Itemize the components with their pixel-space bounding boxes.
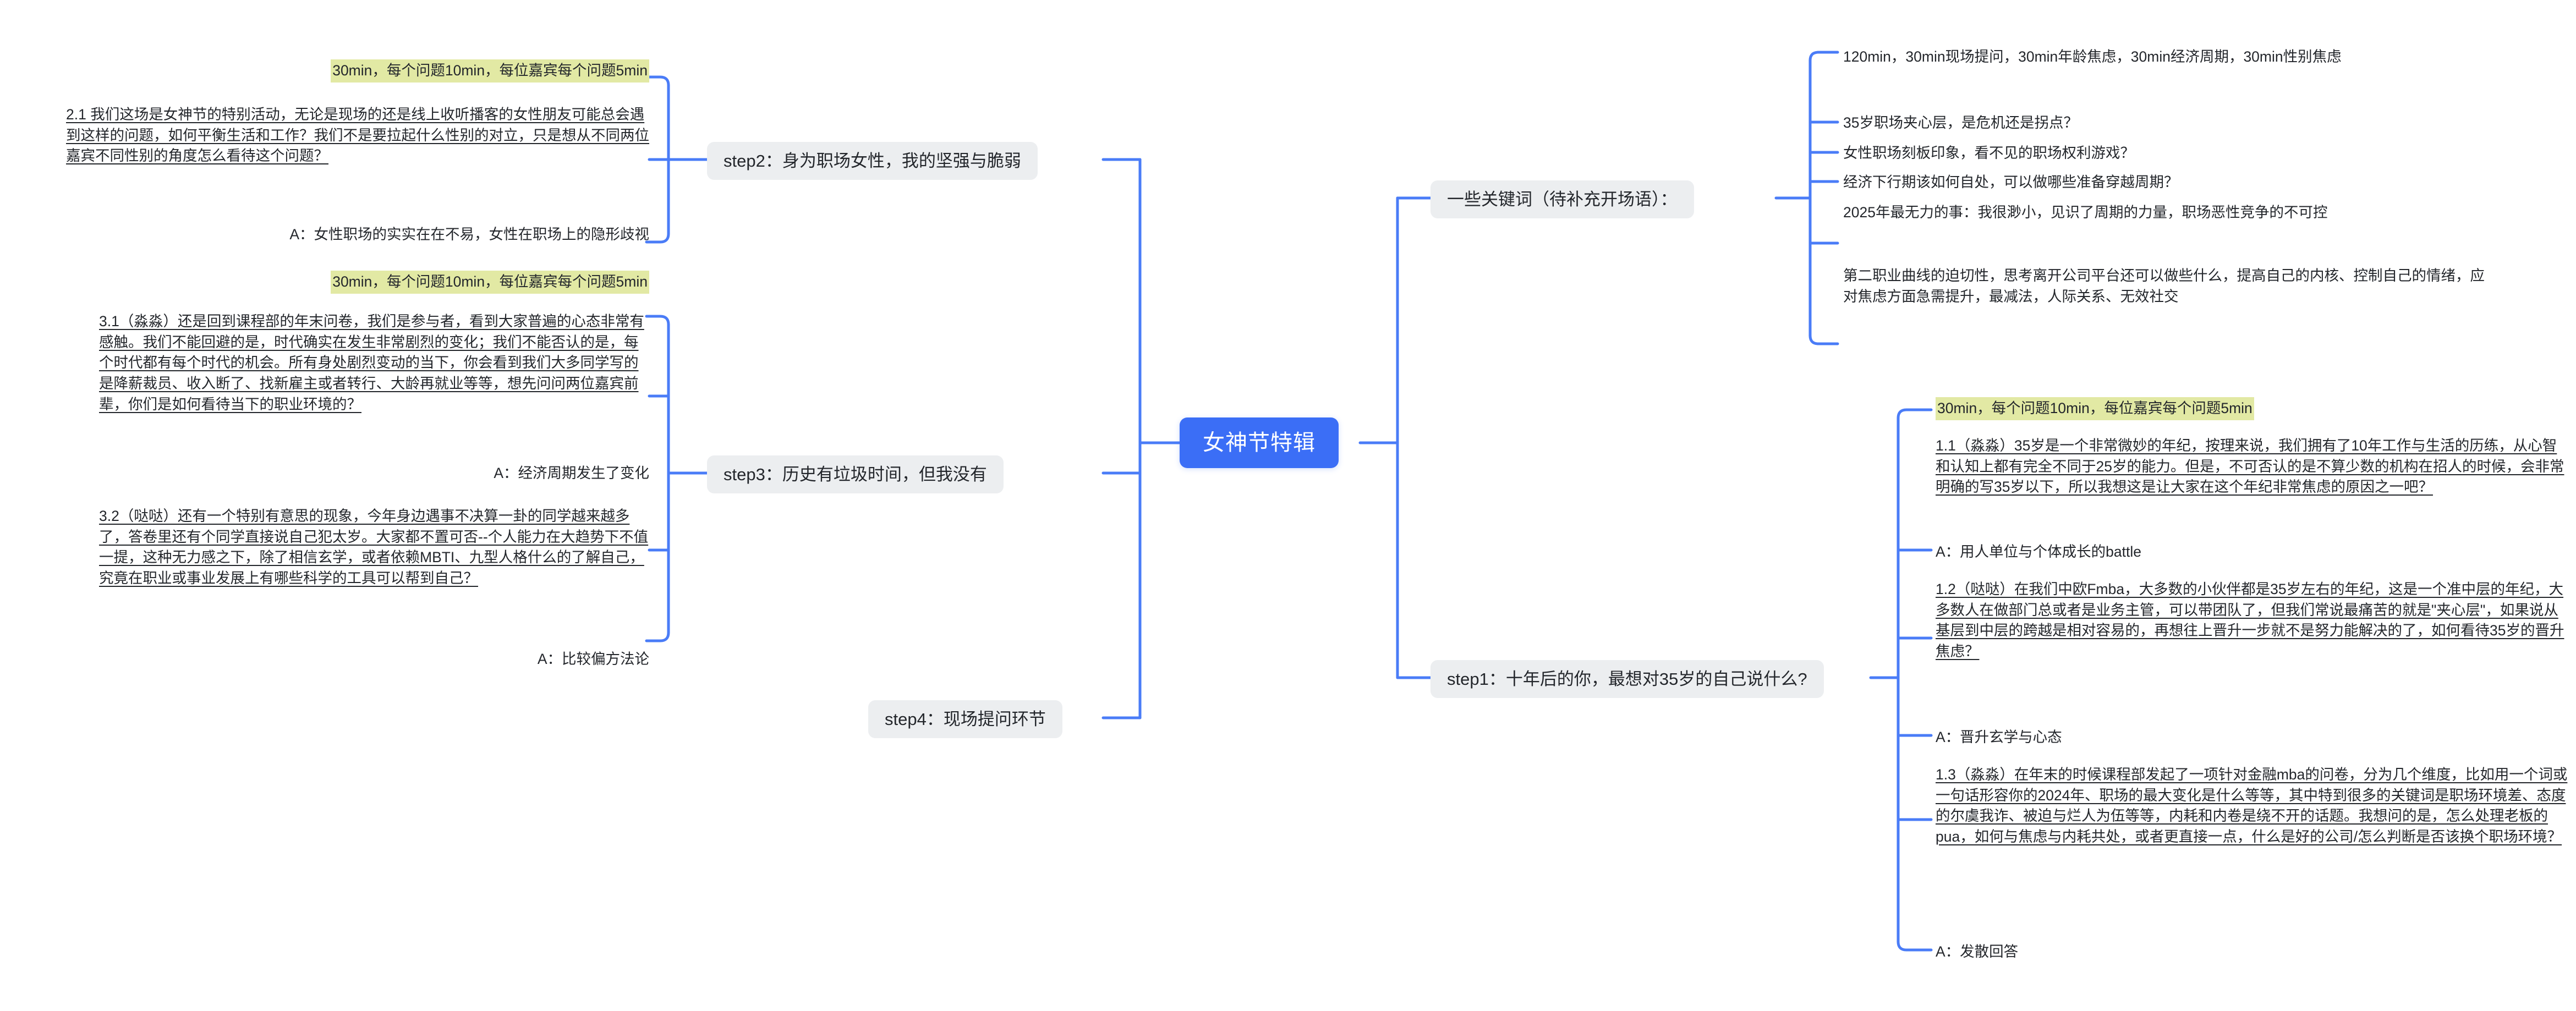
leaf-step1-question-1-2: 1.2（哒哒）在我们中欧Fmba，大多数的小伙伴都是35岁左右的年纪，这是一个准… bbox=[1936, 581, 2564, 660]
leaf-step3-question-3-2: 3.2（哒哒）还有一个特别有意思的现象，今年身边遇事不决算一卦的同学越来越多了，… bbox=[99, 508, 649, 586]
leaf-step1-highlight: 30min，每个问题10min，每位嘉宾每个问题5min bbox=[1936, 397, 2568, 420]
leaf-step3-highlight: 30min，每个问题10min，每位嘉宾每个问题5min bbox=[99, 271, 649, 294]
root-node[interactable]: 女神节特辑 bbox=[1180, 417, 1339, 468]
branch-node-keywords[interactable]: 一些关键词（待补充开场语）： bbox=[1430, 180, 1694, 218]
leaf-step2-question-2-1: 2.1 我们这场是女神节的特别活动，无论是现场的还是线上收听播客的女性朋友可能总… bbox=[66, 106, 649, 164]
leaf-keyword-6: 第二职业曲线的迫切性，思考离开公司平台还可以做些什么，提高自己的内核、控制自己的… bbox=[1843, 267, 2485, 305]
leaf-keyword-4: 经济下行期该如何自处，可以做哪些准备穿越周期？ bbox=[1843, 174, 2179, 190]
leaf-keyword-5: 2025年最无力的事：我很渺小，见识了周期的力量，职场恶性竞争的不可控 bbox=[1843, 204, 2328, 221]
leaf-keyword-3: 女性职场刻板印象，看不见的职场权利游戏？ bbox=[1843, 145, 2135, 161]
leaf-keyword-1: 120min，30min现场提问，30min年龄焦虑，30min经济周期，30m… bbox=[1843, 48, 2342, 65]
branch-node-step1[interactable]: step1：十年后的你，最想对35岁的自己说什么? bbox=[1430, 660, 1824, 698]
leaf-step1-question-1-1: 1.1（淼淼）35岁是一个非常微妙的年纪，按理来说，我们拥有了10年工作与生活的… bbox=[1936, 437, 2564, 496]
leaf-step1-question-1-3: 1.3（淼淼）在年末的时候课程部发起了一项针对金融mba的问卷，分为几个维度，比… bbox=[1936, 766, 2568, 845]
highlight-text: 30min，每个问题10min，每位嘉宾每个问题5min bbox=[331, 59, 649, 83]
leaf-step3-question-3-1: 3.1（淼淼）还是回到课程部的年末问卷，我们是参与者，看到大家普遍的心态非常有感… bbox=[99, 313, 644, 413]
leaf-step1-answer-1: A：用人单位与个体成长的battle bbox=[1936, 543, 2142, 560]
branch-node-step3[interactable]: step3：历史有垃圾时间，但我没有 bbox=[707, 455, 1004, 493]
leaf-step2-highlight: 30min，每个问题10min，每位嘉宾每个问题5min bbox=[99, 59, 649, 83]
leaf-keyword-2: 35岁职场夹心层，是危机还是拐点？ bbox=[1843, 114, 2078, 131]
leaf-step2-answer: A：女性职场的实实在在不易，女性在职场上的隐形歧视 bbox=[289, 226, 649, 243]
branch-node-step4[interactable]: step4：现场提问环节 bbox=[868, 700, 1062, 738]
leaf-step1-answer-3: A：发散回答 bbox=[1936, 943, 2019, 960]
highlight-text: 30min，每个问题10min，每位嘉宾每个问题5min bbox=[1936, 397, 2254, 420]
branch-node-step2[interactable]: step2：身为职场女性，我的坚强与脆弱 bbox=[707, 142, 1038, 180]
leaf-step3-answer-1: A：经济周期发生了变化 bbox=[494, 465, 649, 481]
highlight-text: 30min，每个问题10min，每位嘉宾每个问题5min bbox=[331, 271, 649, 294]
leaf-step1-answer-2: A：晋升玄学与心态 bbox=[1936, 729, 2062, 745]
leaf-step3-answer-2: A：比较偏方法论 bbox=[537, 651, 649, 667]
